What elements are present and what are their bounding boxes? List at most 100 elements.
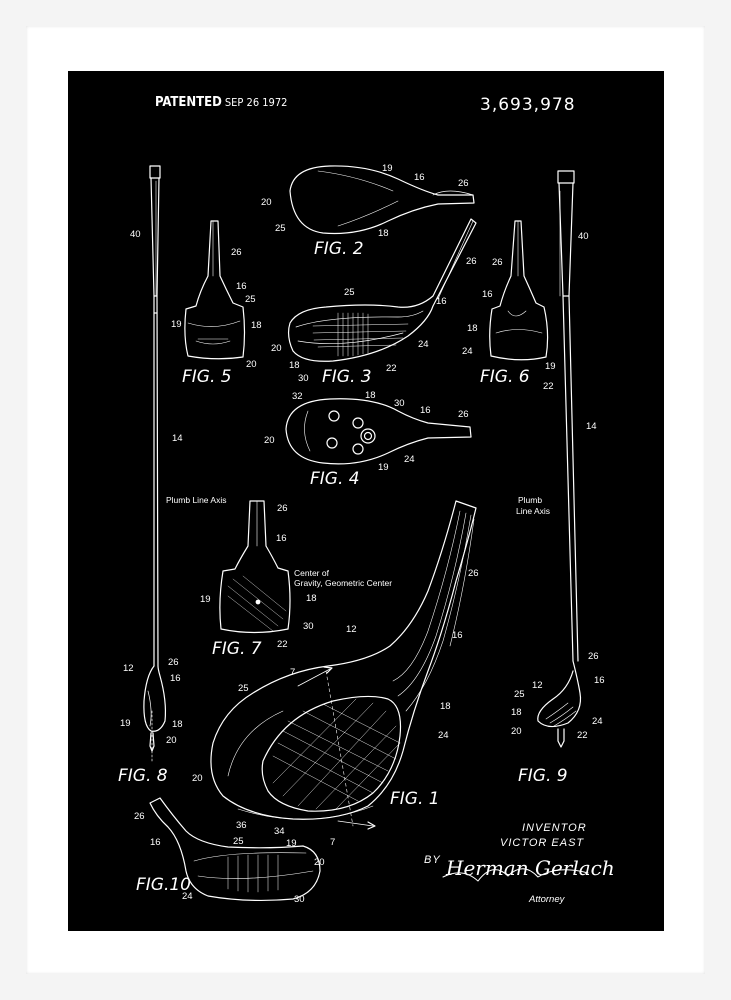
- ref-22-fig6: 22: [543, 381, 554, 392]
- inventor-name: VICTOR EAST: [500, 837, 585, 849]
- fig3-drawing: [287, 218, 477, 362]
- center-of-gravity-line2: Gravity, Geometric Center: [294, 578, 393, 588]
- plumb-line-axis-right-line1: Plumb: [518, 495, 543, 505]
- fig5-drawing: [184, 220, 246, 360]
- patented-label: PATENTED: [155, 95, 222, 110]
- fig4-drawing: [285, 398, 472, 465]
- ref-16-fig1: 16: [452, 630, 463, 641]
- fig10-label: FIG.10: [136, 875, 192, 895]
- ref-18-fig1: 18: [440, 701, 451, 712]
- ref-30-fig3: 30: [298, 373, 309, 384]
- ref-26-fig10: 26: [134, 811, 145, 822]
- ref-14-right: 14: [586, 421, 597, 432]
- ref-24-fig4: 24: [404, 454, 415, 465]
- ref-24-fig3: 24: [418, 339, 429, 350]
- ref-19-fig7: 19: [200, 594, 211, 605]
- ref-20-fig1: 20: [192, 773, 203, 784]
- ref-20-fig3: 20: [271, 343, 282, 354]
- plumb-line-axis-left: Plumb Line Axis: [166, 495, 227, 505]
- ref-20-fig5: 20: [246, 359, 257, 370]
- ref-18-fig5: 18: [251, 320, 262, 331]
- center-of-gravity-line1: Center of: [294, 568, 329, 578]
- ref-20-fig9: 20: [511, 726, 522, 737]
- ref-14-left: 14: [172, 433, 183, 444]
- ref-18-fig3: 18: [289, 360, 300, 371]
- left-club-shaft: [143, 165, 167, 762]
- ref-32-fig4: 32: [292, 391, 303, 402]
- ref-24-fig1: 24: [438, 730, 449, 741]
- fig6-label: FIG. 6: [480, 367, 530, 387]
- ref-16-fig6: 16: [482, 289, 493, 300]
- ref-30-fig7: 30: [303, 621, 314, 632]
- ref-25-fig1: 25: [238, 683, 249, 694]
- ref-34-fig1: 34: [274, 826, 285, 837]
- ref-16-fig9: 16: [594, 675, 605, 686]
- by-label: BY: [424, 854, 441, 866]
- ref-20-fig10: 20: [314, 857, 325, 868]
- ref-16-fig8: 16: [170, 673, 181, 684]
- ref-26-fig2: 26: [458, 178, 469, 189]
- ref-16-fig10: 16: [150, 837, 161, 848]
- ref-26-fig9: 26: [588, 651, 599, 662]
- ref-18-fig2: 18: [378, 228, 389, 239]
- ref-7-fig1-top: 7: [290, 667, 296, 678]
- ref-7-fig1-bottom: 7: [330, 837, 336, 848]
- ref-16-fig7: 16: [276, 533, 287, 544]
- ref-20-fig8: 20: [166, 735, 177, 746]
- ref-26-fig5: 26: [231, 247, 242, 258]
- patent-drawing: [143, 165, 589, 902]
- fig6-drawing: [489, 220, 549, 361]
- patent-number: 3,693,978: [480, 95, 576, 115]
- ref-30-fig10: 30: [294, 894, 305, 905]
- ref-19-fig8: 19: [120, 718, 131, 729]
- ref-36-fig1: 36: [236, 820, 247, 831]
- ref-16-fig2: 16: [414, 172, 425, 183]
- ref-25-fig10: 25: [233, 836, 244, 847]
- ref-18-fig8: 18: [172, 719, 183, 730]
- patent-date: SEP 26 1972: [224, 96, 288, 109]
- fig5-label: FIG. 5: [182, 367, 232, 387]
- fig2-drawing: [289, 165, 475, 235]
- ref-26-fig7: 26: [277, 503, 288, 514]
- fig4-label: FIG. 4: [310, 469, 360, 489]
- fig1-drawing: [210, 500, 477, 830]
- ref-18-fig6: 18: [467, 323, 478, 334]
- fig2-label: FIG. 2: [314, 239, 364, 259]
- ref-12-fig1: 12: [346, 624, 357, 635]
- fig1-label: FIG. 1: [390, 789, 440, 809]
- ref-40-right: 40: [578, 231, 589, 242]
- ref-18-fig7: 18: [306, 593, 317, 604]
- ref-25-fig9: 25: [514, 689, 525, 700]
- ref-12-fig9: 12: [532, 680, 543, 691]
- attorney-role: Attorney: [529, 894, 565, 905]
- fig10-drawing: [149, 797, 321, 902]
- fig3-label: FIG. 3: [322, 367, 372, 387]
- fig7-drawing: [219, 500, 291, 634]
- ref-18-fig9: 18: [511, 707, 522, 718]
- ref-25-fig3: 25: [344, 287, 355, 298]
- fig9-label: FIG. 9: [518, 766, 568, 786]
- fig8-label: FIG. 8: [118, 766, 168, 786]
- ref-26-fig8: 26: [168, 657, 179, 668]
- ref-19-fig2: 19: [382, 163, 393, 174]
- signature-flourish: [442, 868, 589, 882]
- ref-25-fig2: 25: [275, 223, 286, 234]
- ref-19-fig6: 19: [545, 361, 556, 372]
- ref-26-fig1: 26: [468, 568, 479, 579]
- ref-24-fig10: 24: [182, 891, 193, 902]
- fig7-label: FIG. 7: [212, 639, 262, 659]
- ref-16-fig4: 16: [420, 405, 431, 416]
- right-club-shaft: [537, 170, 582, 748]
- ref-22-fig3: 22: [386, 363, 397, 374]
- ref-16-fig3: 16: [436, 296, 447, 307]
- ref-19-fig5: 19: [171, 319, 182, 330]
- ref-25-fig5: 25: [245, 294, 256, 305]
- ref-19-fig4: 19: [378, 462, 389, 473]
- ref-20-fig4: 20: [264, 435, 275, 446]
- ref-40-left: 40: [130, 229, 141, 240]
- ref-22-fig9: 22: [577, 730, 588, 741]
- attorney-signature: Herman Gerlach: [446, 856, 615, 880]
- ref-24-fig6: 24: [462, 346, 473, 357]
